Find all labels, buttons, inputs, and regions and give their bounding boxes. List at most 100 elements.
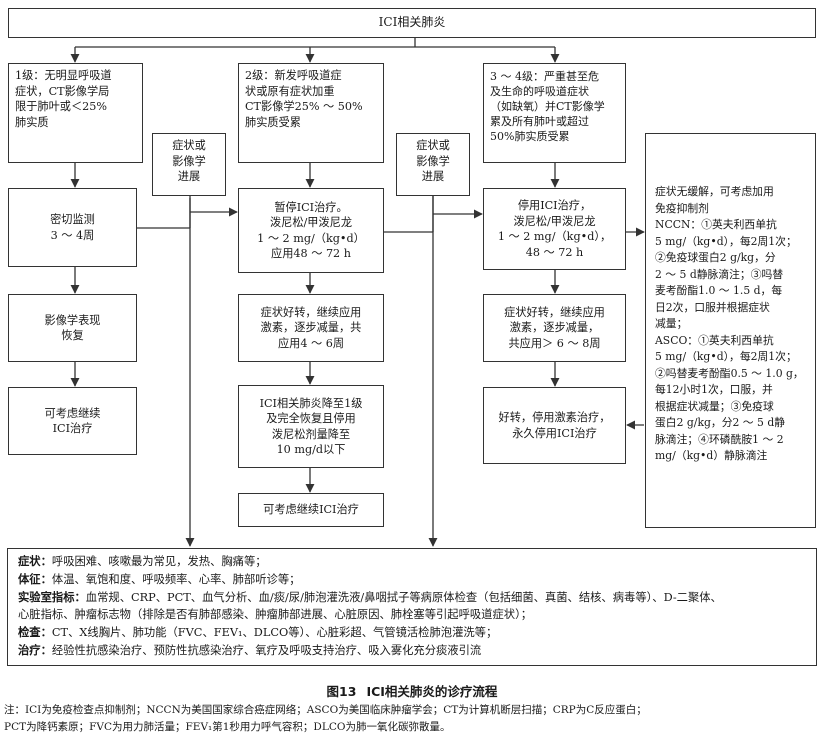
downgrade-line: 及完全恢复且停用 (266, 412, 356, 425)
figure-number: 图13 (326, 684, 357, 699)
stop-ici-line: 泼尼松/甲泼尼龙 (513, 214, 596, 228)
immuno-line: 蛋白2 g/kg，分2 ～ 5 d静 (655, 416, 786, 429)
assessment-row: 检查：CT、X线胸片、肺功能（FVC、FEV₁、DLCO等）、心脏彩超、气管镜活… (18, 624, 806, 642)
immunosuppressant-box: 症状无缓解，可考虑加用 免疫抑制剂 NCCN：①英夫利西单抗 5 mg/（kg•… (645, 133, 816, 528)
figure-title: ICI相关肺炎的诊疗流程 (366, 684, 498, 699)
assessment-row: 心脏指标、肿瘤标志物（排除是否有肺部感染、肿瘤肺部进展、心脏原因、肺栓塞等引起呼… (18, 606, 806, 624)
imaging-recovery-line: 影像学表现 (44, 313, 101, 327)
immuno-line: 脉滴注；④环磷酰胺1 ～ 2 (655, 432, 784, 446)
immuno-line: 日2次，口服并根据症状 (655, 300, 770, 314)
steroid-taper-line: 应用4 ～ 6周 (277, 336, 345, 350)
continue-ici-box-1: 可考虑继续 ICI治疗 (8, 387, 137, 455)
steroid-taper-line: 症状好转，继续应用 (260, 305, 362, 319)
stop-ici-box: 停用ICI治疗， 泼尼松/甲泼尼龙 1 ～ 2 mg/（kg•d）， 48 ～ … (483, 188, 626, 270)
grade2-line: 肺实质受累 (245, 115, 301, 129)
pause-ici-line: 应用48 ～ 72 h (271, 247, 351, 260)
grade34-line: 50%肺实质受累 (490, 130, 570, 143)
immuno-line: mg/（kg•d）静脉滴注 (655, 449, 768, 462)
figure-caption: 图13 ICI相关肺炎的诊疗流程 (0, 681, 824, 700)
assessment-label: 治疗： (18, 642, 52, 657)
assessment-text: 呼吸困难、咳嗽最为常见，发热、胸痛等； (51, 555, 267, 568)
assessment-label: 体征： (18, 571, 52, 586)
steroid-taper-line: 症状好转，继续应用 (504, 305, 605, 319)
assessment-row: 症状：呼吸困难、咳嗽最为常见，发热、胸痛等； (18, 553, 806, 571)
imaging-recovery-box: 影像学表现 恢复 (8, 294, 137, 362)
steroid-taper-line: 共应用＞ 6 ～ 8周 (508, 336, 601, 350)
footnote-line-2: PCT为降钙素原；FVC为用力肺活量；FEV₁第1秒用力呼气容积；DLCO为肺一… (4, 721, 451, 733)
immuno-line: 免疫抑制剂 (655, 201, 709, 215)
continue-ici-box-2: 可考虑继续ICI治疗 (238, 493, 384, 527)
grade2-box: 2级：新发呼吸道症 状或原有症状加重 CT影像学25% ～ 50% 肺实质受累 (238, 63, 384, 163)
pause-ici-line: 暂停ICI治疗。 (274, 200, 348, 214)
stop-ici-line: 停用ICI治疗， (517, 199, 592, 212)
grade34-box: 3 ～ 4级：严重甚至危 及生命的呼吸道症状 （如缺氧）并CT影像学 累及所有肺… (483, 63, 626, 163)
progression-line: 影像学 (172, 154, 206, 168)
title-text: ICI相关肺炎 (378, 15, 446, 30)
immuno-line: ②免疫球蛋白2 g/kg，分 (655, 251, 776, 264)
grade1-line: 症状，CT影像学局 (15, 84, 110, 98)
pause-ici-line: 泼尼松/甲泼尼龙 (269, 216, 353, 229)
stop-ici-line: 48 ～ 72 h (525, 245, 584, 259)
assessment-text: 经验性抗感染治疗、预防性抗感染治疗、氧疗及呼吸支持治疗、吸入雾化充分痰液引流 (51, 643, 482, 657)
immuno-line: 5 mg/（kg•d），每2周1次； (655, 234, 797, 248)
assessment-text: 体温、氧饱和度、呼吸频率、心率、肺部听诊等； (51, 572, 301, 586)
grade2-line: 2级：新发呼吸道症 (245, 69, 342, 82)
pause-ici-line: 1 ～ 2 mg/（kg•d） (257, 231, 365, 245)
progression-line: 症状或 (416, 139, 450, 152)
grade1-line: 限于肺叶或＜25% (15, 100, 107, 113)
assessment-text: CT、X线胸片、肺功能（FVC、FEV₁、DLCO等）、心脏彩超、气管镜活检肺泡… (51, 626, 498, 640)
assessment-text: 血常规、CRP、PCT、血气分析、血/痰/尿/肺泡灌洗液/鼻咽拭子等病原体检查（… (85, 590, 722, 604)
progression-label-2: 症状或 影像学 进展 (396, 133, 470, 196)
steroid-taper-line: 激素，逐步减量， (509, 321, 600, 335)
assessment-label: 实验室指标： (18, 589, 86, 604)
monitor-line: 密切监测 (50, 213, 95, 226)
downgrade-line: 10 mg/d以下 (276, 443, 346, 456)
assessment-text: 心脏指标、肿瘤标志物（排除是否有肺部感染、肿瘤肺部进展、心脏原因、肺栓塞等引起呼… (18, 608, 533, 622)
continue-ici-line: 可考虑继续 (44, 406, 101, 420)
grade1-line: 肺实质 (15, 115, 49, 129)
permanent-stop-line: 好转，停用激素治疗， (498, 411, 611, 424)
immuno-line: 5 mg/（kg•d），每2周1次； (655, 350, 797, 363)
grade2-line: 状或原有症状加重 (245, 84, 335, 98)
immuno-line: 根据症状减量；③免疫球 (655, 399, 774, 413)
immuno-line: ASCO：①英夫利西单抗 (655, 333, 774, 347)
permanent-stop-box: 好转，停用激素治疗， 永久停用ICI治疗 (483, 387, 626, 464)
title-box: ICI相关肺炎 (8, 8, 816, 38)
assessment-label: 症状： (18, 554, 52, 568)
monitor-line: 3 ～ 4周 (50, 228, 95, 242)
monitor-box: 密切监测 3 ～ 4周 (8, 188, 137, 267)
steroid-taper-line: 激素，逐步减量，共 (260, 321, 362, 335)
assessment-row: 体征：体温、氧饱和度、呼吸频率、心率、肺部听诊等； (18, 571, 806, 589)
progression-line: 症状或 (172, 139, 206, 152)
immuno-line: 麦考酚酯1.0 ～ 1.5 d，每 (655, 284, 783, 297)
assessment-row: 治疗：经验性抗感染治疗、预防性抗感染治疗、氧疗及呼吸支持治疗、吸入雾化充分痰液引… (18, 642, 806, 660)
assessment-row: 实验室指标：血常规、CRP、PCT、血气分析、血/痰/尿/肺泡灌洗液/鼻咽拭子等… (18, 589, 806, 607)
continue-ici-line: ICI治疗 (52, 422, 93, 435)
progression-label-1: 症状或 影像学 进展 (152, 133, 226, 196)
stop-ici-line: 1 ～ 2 mg/（kg•d）， (497, 230, 612, 243)
steroid-taper-box-3: 症状好转，继续应用 激素，逐步减量， 共应用＞ 6 ～ 8周 (483, 294, 626, 362)
continue-ici-line: 可考虑继续ICI治疗 (263, 503, 359, 517)
steroid-taper-box-2: 症状好转，继续应用 激素，逐步减量，共 应用4 ～ 6周 (238, 294, 384, 362)
downgrade-box: ICI相关肺炎降至1级 及完全恢复且停用 泼尼松剂量降至 10 mg/d以下 (238, 385, 384, 468)
grade1-line: 1级：无明显呼吸道 (15, 69, 112, 82)
progression-line: 进展 (177, 170, 201, 183)
pause-ici-box: 暂停ICI治疗。 泼尼松/甲泼尼龙 1 ～ 2 mg/（kg•d） 应用48 ～… (238, 188, 384, 273)
footnote-line-1: 注：ICI为免疫检查点抑制剂；NCCN为美国国家综合癌症网络；ASCO为美国临床… (4, 704, 647, 716)
immuno-line: 减量； (655, 317, 688, 330)
assessment-label: 检查： (18, 625, 52, 640)
permanent-stop-line: 永久停用ICI治疗 (512, 426, 597, 440)
imaging-recovery-line: 恢复 (61, 329, 84, 342)
downgrade-line: 泼尼松剂量降至 (271, 427, 351, 441)
downgrade-line: ICI相关肺炎降至1级 (259, 396, 363, 410)
grade1-box: 1级：无明显呼吸道 症状，CT影像学局 限于肺叶或＜25% 肺实质 (8, 63, 143, 163)
grade34-line: 3 ～ 4级：严重甚至危 (490, 70, 599, 83)
immuno-line: 症状无缓解，可考虑加用 (655, 185, 774, 198)
grade34-line: （如缺氧）并CT影像学 (490, 100, 605, 113)
progression-line: 影像学 (416, 154, 450, 168)
grade2-line: CT影像学25% ～ 50% (245, 100, 363, 113)
immuno-line: NCCN：①英夫利西单抗 (655, 218, 777, 231)
immuno-line: 2 ～ 5 d静脉滴注；③吗替 (655, 267, 784, 281)
